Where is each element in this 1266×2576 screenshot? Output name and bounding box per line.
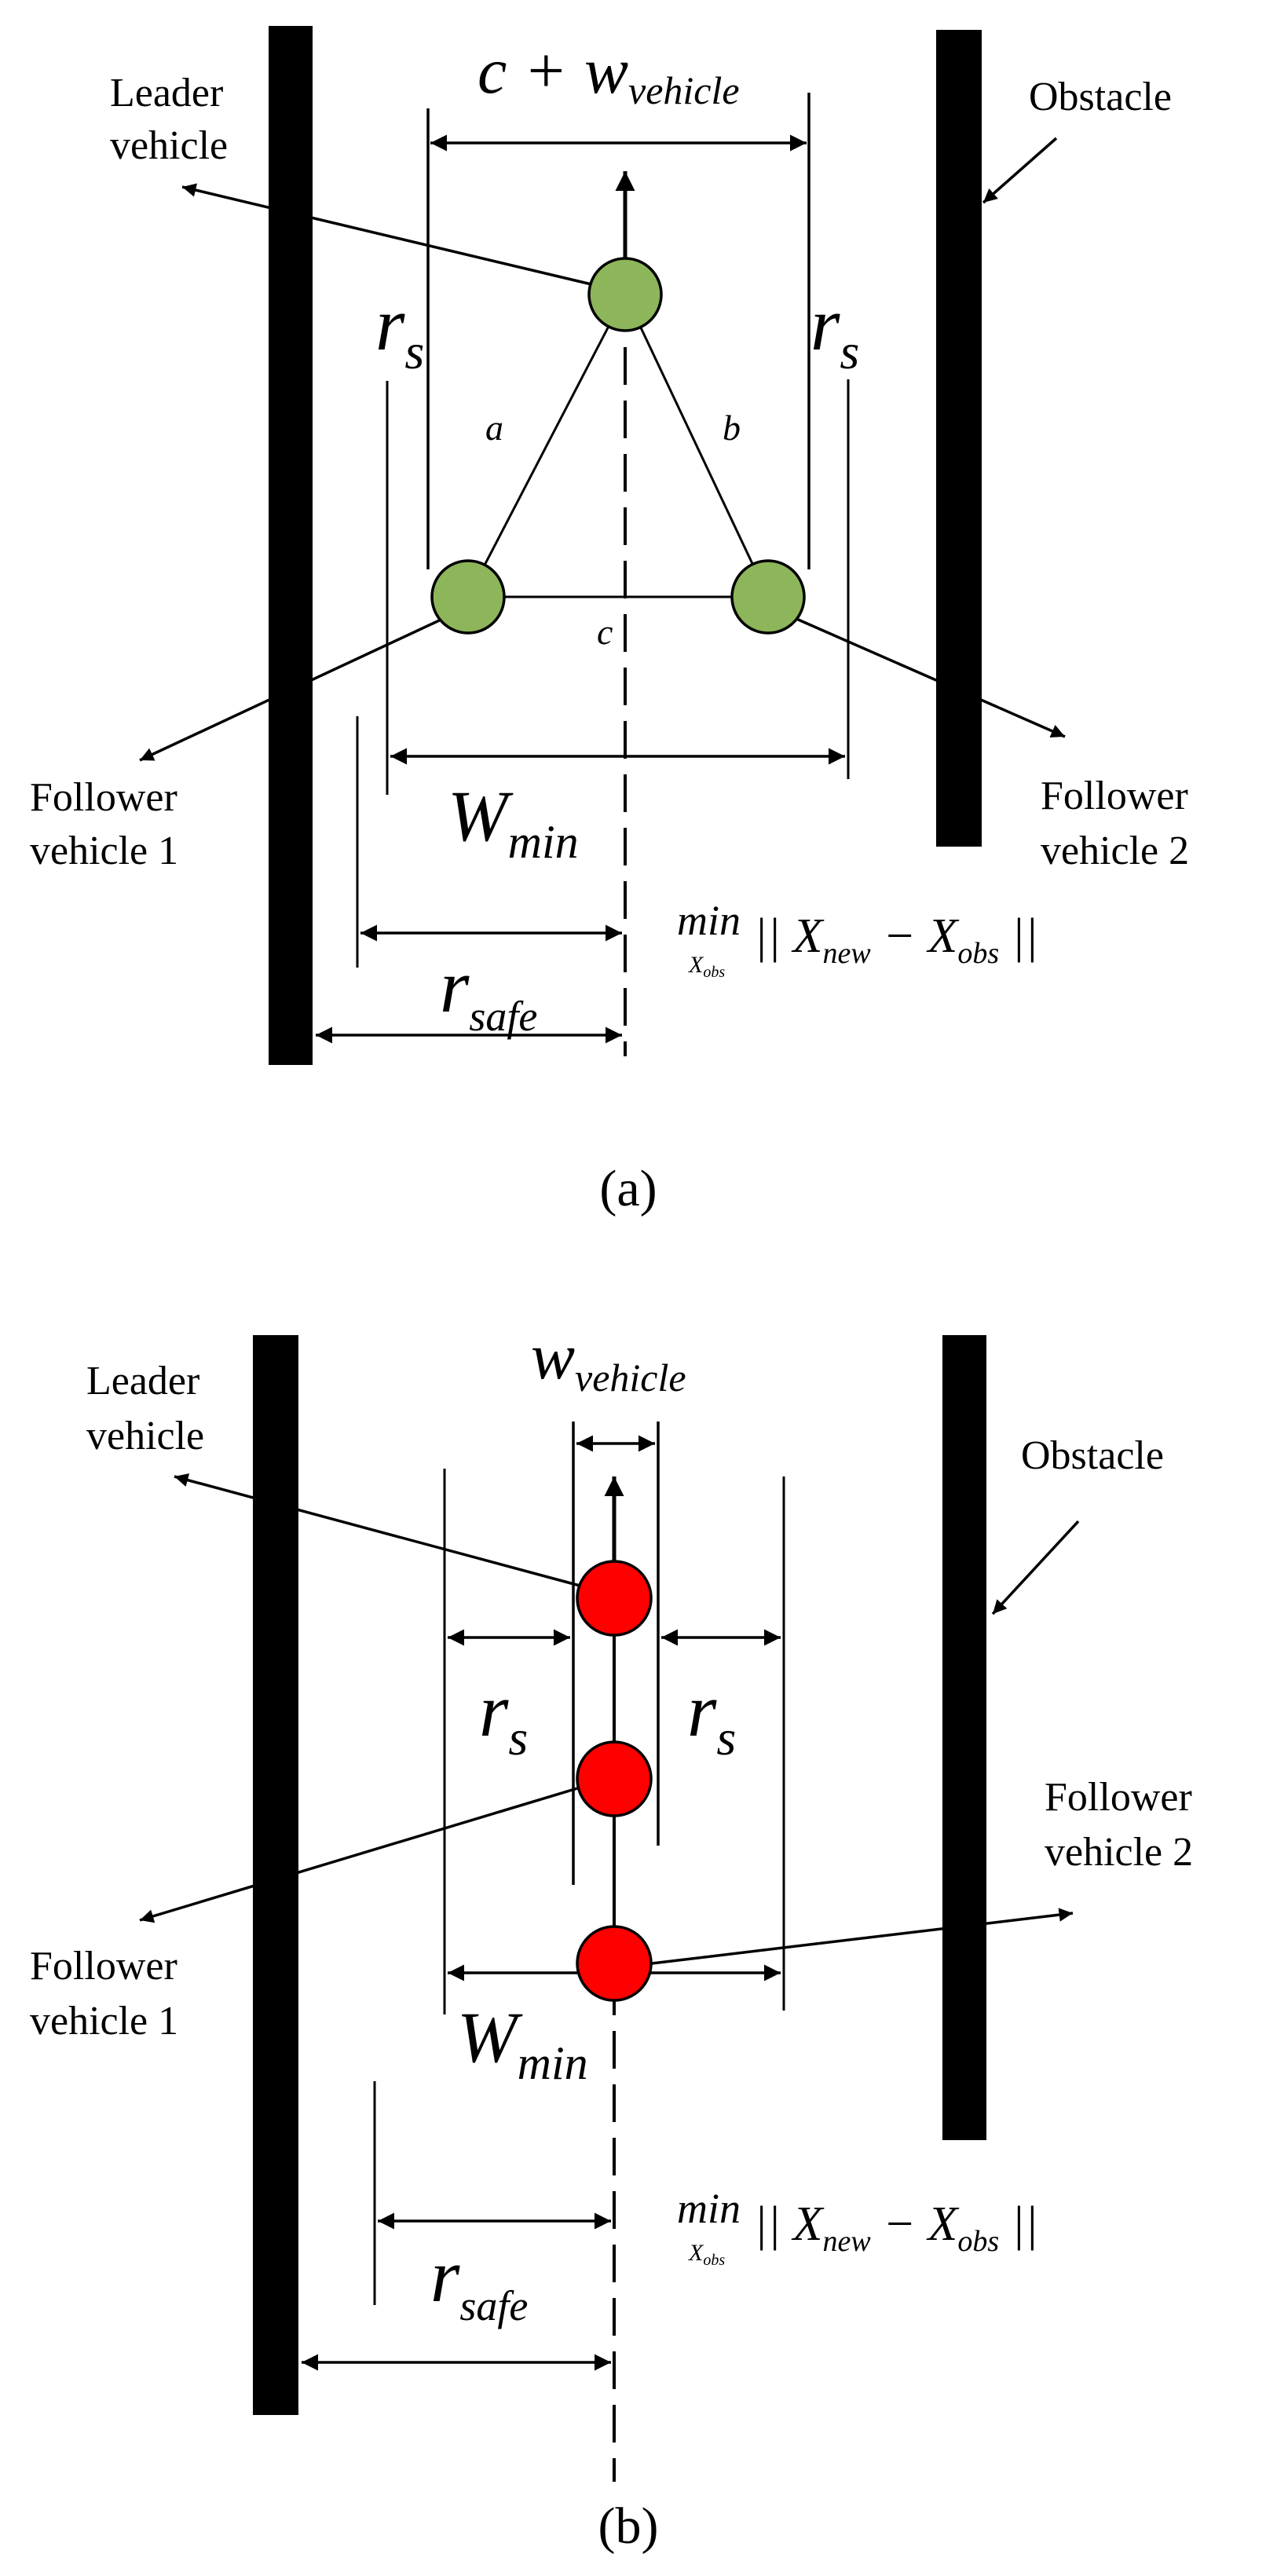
rs-label-left: rs	[375, 282, 424, 379]
leader-vehicle-marker	[576, 1560, 653, 1637]
r-safe-label: rsafe	[440, 944, 537, 1040]
left-wall	[269, 26, 313, 1065]
follower1-pointer-arrow	[139, 1785, 584, 1923]
svg-text:Xobs: Xobs	[688, 952, 725, 981]
panel-a-caption: (a)	[599, 1160, 657, 1217]
follower2-label-line1: Follower	[1045, 1775, 1192, 1820]
obstacle-wall	[942, 1335, 986, 2140]
side-a-label: a	[485, 408, 503, 448]
triangle-side-b	[624, 294, 770, 598]
follower1-vehicle-marker	[430, 559, 506, 635]
top-width-label: wvehicle	[531, 1320, 686, 1400]
side-c-label: c	[597, 612, 613, 652]
follower2-label-line2: vehicle 2	[1045, 1830, 1193, 1875]
svg-text:|| Xnew − Xobs ||: || Xnew − Xobs ||	[754, 909, 1038, 970]
svg-text:min: min	[677, 897, 741, 944]
obstacle-wall	[936, 30, 982, 847]
svg-text:Xobs: Xobs	[688, 2240, 725, 2269]
follower1-label-line1: Follower	[30, 1944, 177, 1989]
follower2-vehicle-marker	[576, 1925, 653, 2002]
follower2-pointer-arrow	[789, 614, 1066, 738]
follower1-label-line1: Follower	[30, 775, 177, 820]
panel-b: Leader vehicle Obstacle Follower vehicle…	[30, 1320, 1193, 2555]
rs-label-right: rs	[810, 282, 859, 379]
leader-pointer-arrow	[181, 183, 592, 286]
top-width-label: c + wvehicle	[477, 35, 740, 112]
min-distance-expression: min Xobs || Xnew − Xobs ||	[677, 2185, 1038, 2269]
follower2-vehicle-marker	[730, 559, 806, 635]
leader-label-line2: vehicle	[110, 123, 228, 168]
follower1-vehicle-marker	[576, 1740, 653, 1817]
obstacle-label: Obstacle	[1021, 1433, 1164, 1478]
follower1-pointer-arrow	[139, 615, 448, 762]
rs-label-left: rs	[479, 1668, 528, 1766]
panel-a: Leader vehicle Obstacle Follower vehicle…	[30, 26, 1189, 1217]
svg-text:|| Xnew − Xobs ||: || Xnew − Xobs ||	[754, 2197, 1038, 2258]
follower1-label-line2: vehicle 1	[30, 829, 178, 873]
obstacle-label: Obstacle	[1029, 75, 1172, 119]
leader-label-line2: vehicle	[86, 1414, 204, 1458]
w-min-label: Wmin	[457, 1997, 588, 2089]
rs-label-right: rs	[687, 1668, 736, 1766]
r-safe-label: rsafe	[430, 2234, 528, 2329]
obstacle-pointer-arrow	[991, 1520, 1080, 1615]
leader-vehicle-marker	[587, 257, 663, 332]
follower1-label-line2: vehicle 1	[30, 1999, 178, 2044]
triangle-side-a	[467, 294, 627, 598]
follower2-label-line2: vehicle 2	[1041, 829, 1189, 873]
min-distance-expression: min Xobs || Xnew − Xobs ||	[677, 897, 1038, 981]
side-b-label: b	[723, 408, 741, 448]
leader-pointer-arrow	[174, 1473, 584, 1588]
panel-b-caption: (b)	[598, 2497, 659, 2555]
leader-label-line1: Leader	[110, 71, 223, 115]
follower2-label-line1: Follower	[1041, 774, 1188, 818]
obstacle-pointer-arrow	[982, 137, 1058, 204]
follower2-pointer-arrow	[651, 1908, 1074, 1965]
w-min-label: Wmin	[448, 776, 579, 868]
svg-text:min: min	[677, 2185, 741, 2232]
leader-label-line1: Leader	[86, 1359, 199, 1403]
